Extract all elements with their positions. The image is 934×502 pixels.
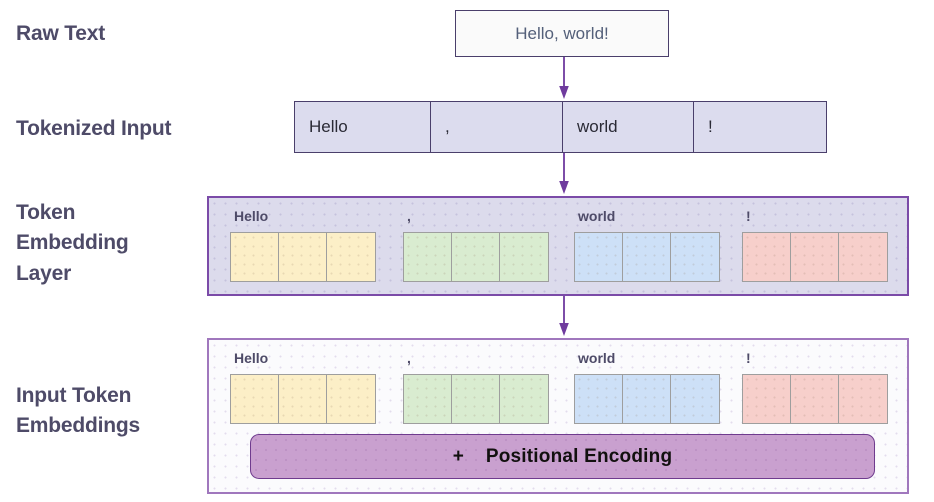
embedding-token-label: Hello	[234, 208, 269, 224]
embedding-vector-cell	[671, 233, 719, 281]
embedding-vector-row	[742, 232, 888, 282]
row-label-raw-text: Raw Text	[16, 22, 106, 45]
input-embedding-vector-cell	[452, 375, 500, 423]
arrow-down-icon	[559, 296, 569, 336]
tokenized-cell: !	[708, 117, 713, 136]
input-embedding-vector-row	[230, 374, 376, 424]
embedding-vector-row	[230, 232, 376, 282]
positional-encoding-label: Positional Encoding	[485, 445, 673, 467]
input-embedding-vector-row	[574, 374, 720, 424]
input-embedding-vector-cell	[623, 375, 671, 423]
embedding-vector-cell	[279, 233, 327, 281]
tokenized-cell: ,	[431, 102, 563, 152]
input-embedding-vector-cell	[839, 375, 887, 423]
embedding-vector-cell	[575, 233, 623, 281]
embedding-vector-row	[403, 232, 549, 282]
input-embedding-vector-cell	[279, 375, 327, 423]
input-embedding-vector-row	[403, 374, 549, 424]
embedding-vector-cell	[500, 233, 548, 281]
embedding-vector-cell	[231, 233, 279, 281]
tokenized-input-row: Hello , world !	[294, 101, 827, 153]
raw-text-box: Hello, world!	[455, 10, 669, 57]
input-embedding-token-label: world	[578, 350, 616, 366]
embedding-token-label: !	[746, 208, 751, 224]
tokenized-cell: Hello	[295, 102, 431, 152]
embedding-vector-row	[574, 232, 720, 282]
input-embedding-vector-row	[742, 374, 888, 424]
arrow-down-icon	[559, 57, 569, 99]
embedding-vector-cell	[839, 233, 887, 281]
embedding-token-label: world	[578, 208, 616, 224]
input-embedding-vector-cell	[231, 375, 279, 423]
embedding-vector-cell	[404, 233, 452, 281]
input-embedding-vector-cell	[500, 375, 548, 423]
arrow-down-icon	[559, 153, 569, 194]
input-embedding-vector-cell	[671, 375, 719, 423]
input-embedding-token-label: ,	[407, 350, 411, 366]
input-embedding-token-label: Hello	[234, 350, 269, 366]
row-label-token-embedding-layer: Token Embedding Layer	[16, 201, 129, 285]
token-embedding-layer-box: Hello , world !	[207, 196, 909, 296]
input-embedding-vector-cell	[575, 375, 623, 423]
input-embedding-vector-cell	[743, 375, 791, 423]
embedding-vector-cell	[743, 233, 791, 281]
embedding-vector-cell	[623, 233, 671, 281]
raw-text-value: Hello, world!	[515, 23, 609, 43]
input-embedding-vector-cell	[404, 375, 452, 423]
embedding-token-label: ,	[407, 208, 411, 224]
row-label-tokenized-input: Tokenized Input	[16, 117, 172, 140]
tokenized-cell: world	[563, 102, 694, 152]
plus-sign-icon: +	[452, 445, 464, 467]
embedding-vector-cell	[327, 233, 375, 281]
input-embedding-vector-cell	[791, 375, 839, 423]
embedding-vector-cell	[791, 233, 839, 281]
positional-encoding-bar: + Positional Encoding	[250, 434, 875, 479]
input-embedding-token-label: !	[746, 350, 751, 366]
embedding-vector-cell	[452, 233, 500, 281]
row-label-input-token-embeddings: Input Token Embeddings	[16, 384, 141, 438]
input-embedding-vector-cell	[327, 375, 375, 423]
